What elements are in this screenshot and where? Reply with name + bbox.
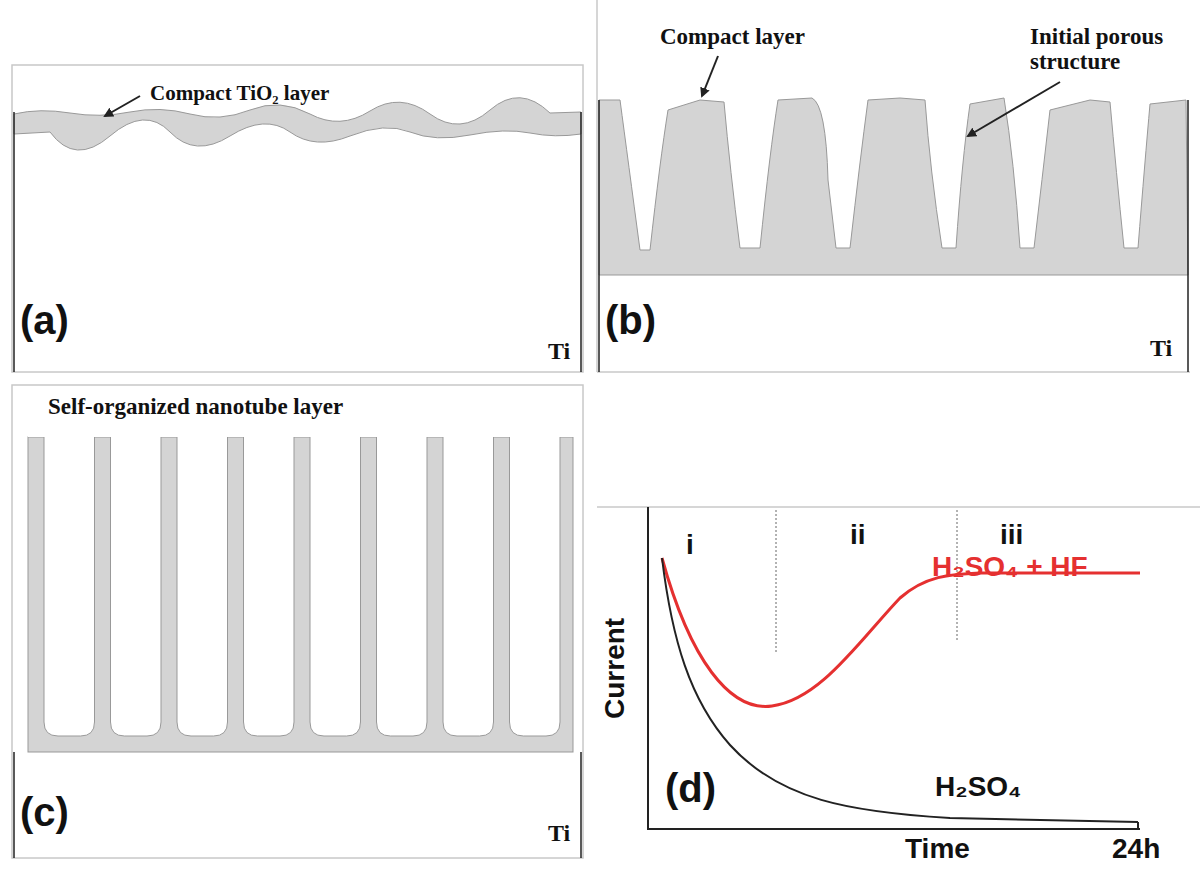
stage-number: ii (850, 520, 866, 551)
material-label: Ti (548, 338, 570, 364)
axis-label: 24h (1112, 834, 1160, 865)
nanotube (244, 430, 295, 736)
material-label: Ti (1150, 335, 1172, 361)
nanotube (443, 430, 494, 736)
nanotube (44, 430, 95, 736)
nanotube (111, 430, 162, 736)
panel-letter: (c) (20, 790, 69, 834)
panel-b (597, 0, 1190, 372)
series-label: H₂SO₄ (935, 772, 1021, 803)
stage-number: i (686, 530, 694, 561)
stage-number: iii (1000, 520, 1023, 551)
part-label: Initial porous structure (1030, 24, 1180, 75)
part-label: Compact layer (660, 24, 805, 49)
panel-letter: (a) (20, 298, 69, 342)
nanotube (310, 430, 361, 736)
panel-d (597, 507, 1200, 830)
panel-letter: (d) (665, 766, 716, 810)
nanotube (177, 430, 228, 736)
axis-title: Time (905, 834, 970, 865)
part-label: Self-organized nanotube layer (48, 394, 343, 419)
series-label: H₂SO₄ + HF (932, 552, 1088, 583)
material-label: Ti (548, 820, 570, 846)
part-label: Compact TiO₂ layer (150, 82, 329, 105)
axis-title: Current (601, 617, 632, 718)
panel-a (12, 65, 583, 372)
panel-letter: (b) (605, 298, 656, 342)
panel-c (12, 385, 583, 858)
nanotube (377, 430, 428, 736)
nanotube (510, 430, 561, 736)
